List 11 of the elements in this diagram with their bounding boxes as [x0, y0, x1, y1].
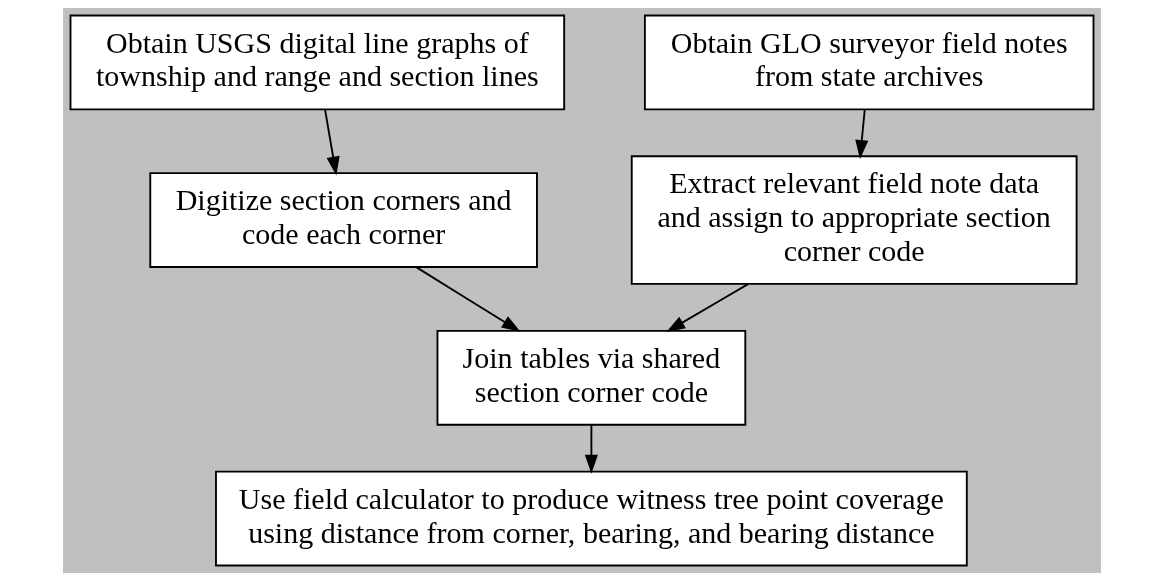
- arrow: [323, 108, 340, 176]
- arrow: [665, 283, 749, 332]
- arrow: [584, 424, 598, 474]
- arrow: [854, 108, 868, 159]
- node-box: Obtain GLO surveyor field notes from state archives: [643, 14, 1094, 111]
- node-box: Digitize section corners and code each corner: [148, 172, 538, 268]
- node-box: Join tables via shared section corner code: [436, 329, 746, 426]
- node-box: Obtain USGS digital line graphs of township and range and section lines: [69, 14, 565, 111]
- node-box: Extract relevant field note data and assign to appropriate section corner code: [630, 155, 1078, 285]
- node-box: Use field calculator to produce witness tree point coverage using distance from corner, bearing, and bearing distance: [214, 470, 968, 567]
- arrow: [415, 266, 520, 332]
